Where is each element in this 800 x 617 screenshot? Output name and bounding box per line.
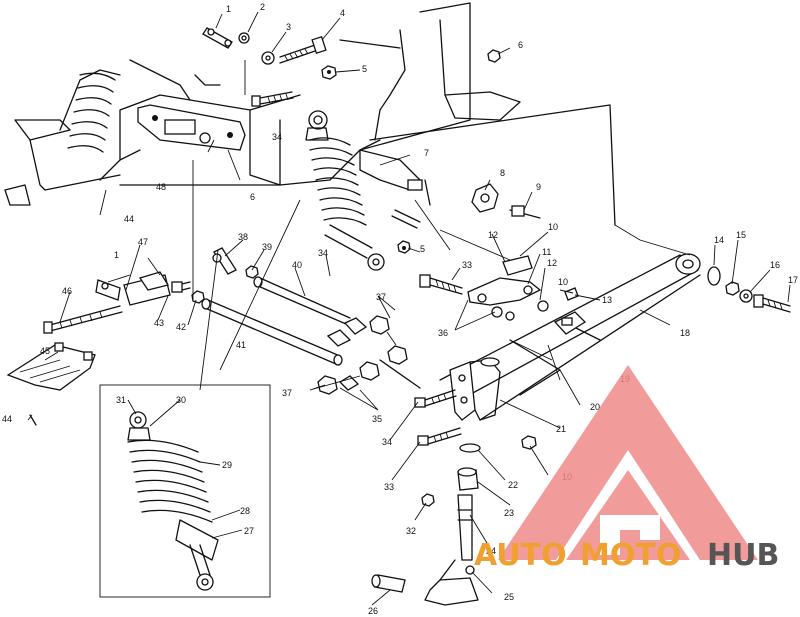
bolt-9 (509, 205, 541, 219)
left-bracket-hardware (43, 247, 259, 334)
callout-12a: 12 (488, 230, 498, 240)
callout-10b: 10 (558, 277, 568, 287)
callout-35: 35 (372, 414, 382, 424)
bolt-upper (251, 91, 294, 107)
watermark-logo: AUTO MOTO HUB (474, 365, 779, 573)
callout-34b: 34 (318, 248, 328, 258)
callout-20: 20 (590, 402, 600, 412)
callout-10a: 10 (548, 222, 558, 232)
bushings-35-37 (317, 315, 421, 395)
bushing-8 (471, 183, 499, 213)
callout-17: 17 (788, 275, 798, 285)
upper-left-shock-assembly (4, 59, 221, 206)
callout-39: 39 (262, 242, 272, 252)
callout-45: 45 (40, 346, 50, 356)
callout-48: 48 (156, 182, 166, 192)
rod-41 (201, 298, 343, 366)
callout-37a: 37 (376, 292, 386, 302)
spindle-assembly (371, 357, 501, 606)
callout-29: 29 (222, 460, 232, 470)
callout-44b: 44 (2, 414, 12, 424)
callout-47: 47 (138, 237, 148, 247)
swing-arm (439, 253, 701, 421)
callout-41: 41 (236, 340, 246, 350)
callout-27: 27 (244, 526, 254, 536)
callout-34: 34 (272, 132, 282, 142)
callout-30: 30 (176, 395, 186, 405)
callout-18: 18 (680, 328, 690, 338)
callout-40: 40 (292, 260, 302, 270)
callout-2: 2 (260, 2, 265, 12)
callout-3: 3 (286, 22, 291, 32)
callout-5b: 5 (420, 244, 425, 254)
callout-23: 23 (504, 508, 514, 518)
callout-14: 14 (714, 235, 724, 245)
washer-and-bolt-top (261, 35, 327, 65)
rocker-bracket (359, 149, 431, 229)
small-parts-10-13 (491, 287, 579, 321)
callout-15: 15 (736, 230, 746, 240)
callout-31: 31 (116, 395, 126, 405)
watermark-text-auto: AUTO (474, 538, 567, 573)
callout-26: 26 (368, 606, 378, 616)
center-shock-absorber (305, 110, 385, 271)
link-plate-12 (502, 255, 533, 276)
callout-13: 13 (602, 295, 612, 305)
swing-arm-hardware (707, 266, 791, 313)
callout-6b: 6 (250, 192, 255, 202)
callout-24: 24 (486, 546, 496, 556)
callout-1: 1 (226, 4, 231, 14)
watermark-g-mark (600, 515, 660, 555)
skid-plate (6, 342, 96, 426)
nut-5-mid (397, 240, 411, 254)
callout-8: 8 (500, 168, 505, 178)
callout-28: 28 (240, 506, 250, 516)
callout-42: 42 (176, 322, 186, 332)
callout-16: 16 (770, 260, 780, 270)
callout-38: 38 (238, 232, 248, 242)
callout-32: 32 (406, 526, 416, 536)
callout-22: 22 (508, 480, 518, 490)
callout-9: 9 (536, 182, 541, 192)
nut-top (321, 65, 337, 80)
callout-21: 21 (556, 424, 566, 434)
link-arm-11 (467, 277, 542, 306)
callout-11: 11 (542, 247, 551, 257)
watermark-text-hub: HUB (707, 538, 779, 573)
nut-6-top (487, 49, 501, 63)
link-plate-top (202, 27, 250, 49)
frame-outline (99, 2, 616, 226)
mount-plate (137, 104, 246, 151)
callout-5: 5 (362, 64, 367, 74)
watermark-text-moto: MOTO (580, 538, 681, 573)
callout-4: 4 (340, 8, 345, 18)
rod-40 (253, 276, 351, 325)
callout-37b: 37 (282, 388, 292, 398)
callout-1b: 1 (114, 250, 119, 260)
inset-shock-box (99, 384, 271, 598)
callout-44: 44 (124, 214, 134, 224)
callout-33b: 33 (384, 482, 394, 492)
callout-25: 25 (504, 592, 514, 602)
callout-34c: 34 (382, 437, 392, 447)
callout-43: 43 (154, 318, 164, 328)
callout-36: 36 (438, 328, 448, 338)
callout-33a: 33 (462, 260, 472, 270)
bolts-lower (414, 389, 537, 507)
watermark-triangle-outer (498, 365, 758, 560)
callout-7: 7 (424, 148, 429, 158)
bolt-33-upper (419, 274, 463, 295)
leader-lines (27, 11, 791, 606)
callout-12b: 12 (547, 258, 557, 268)
callout-46: 46 (62, 286, 72, 296)
callout-6: 6 (518, 40, 523, 50)
